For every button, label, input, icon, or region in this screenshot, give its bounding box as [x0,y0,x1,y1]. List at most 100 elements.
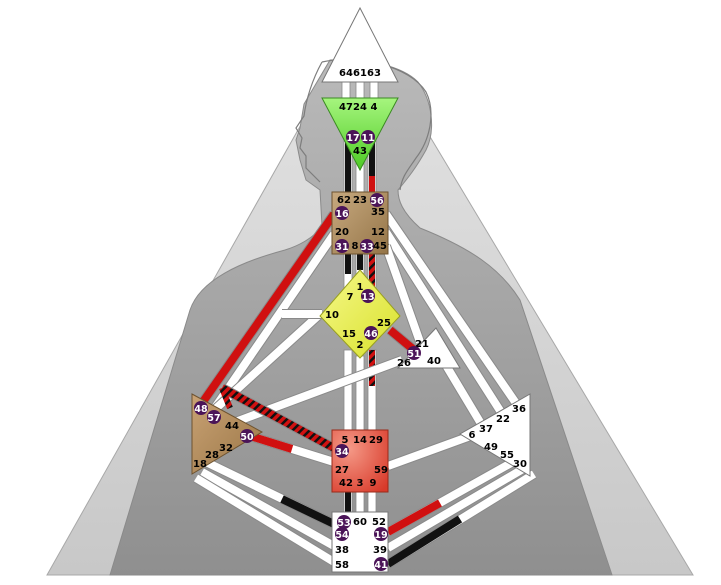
gate-label: 57 [207,413,220,424]
gate-label: 48 [194,404,208,415]
channel-32-54-act [280,495,336,528]
gate-label: 9 [370,478,377,489]
gate-activation-marker [207,410,221,424]
channel-2-14 [355,355,365,437]
gate-label: 50 [240,432,254,443]
gate-label: 22 [496,414,510,425]
gate-activation-marker [374,527,388,541]
gate-label: 16 [335,209,349,220]
gate-activation-marker [335,239,349,253]
gate-activation-marker [335,206,349,220]
gate-label: 8 [352,241,359,252]
gate-label: 24 [353,102,367,113]
gate-activation-marker [361,130,375,144]
head-center [321,6,399,83]
gate-activation-marker [346,130,360,144]
gate-label: 14 [353,435,367,446]
gate-label: 54 [335,530,349,541]
channels [193,75,537,569]
gate-label: 35 [371,207,385,218]
gate-label: 10 [325,310,339,321]
gate-labels: 64 61 63 47 24 4 17 11 43 62 23 56 16 35… [193,68,527,571]
channel-57-34-fill [220,384,336,452]
gate-label: 26 [397,358,411,369]
gate-label: 18 [193,459,207,470]
gate-label: 62 [337,195,351,206]
gate-activation-marker [364,326,378,340]
gate-activation-marker [360,239,374,253]
gate-label: 37 [479,424,493,435]
channel-25-51-fill [387,326,417,354]
channel-26-44-fill [228,356,404,428]
ajna-center [321,97,399,172]
channel-45-21-fill [382,244,424,344]
gate-label: 41 [374,560,387,571]
gate-label: 42 [339,478,353,489]
gate-label: 25 [377,318,391,329]
channel-40-37-fill [440,359,490,435]
gate-label: 19 [374,530,387,541]
channel-12-22-fill [382,229,510,423]
channel-16-48-fill [196,211,338,409]
gate-label: 39 [373,545,387,556]
gate-label: 30 [513,459,527,470]
channel-28-38-fill [200,468,336,550]
gate-label: 56 [370,196,384,207]
gate-label: 1 [357,282,364,293]
gate-label: 34 [335,447,349,458]
gate-label: 2 [357,340,364,351]
sacral-center [331,429,389,493]
gate-label: 46 [364,329,378,340]
gate-label: 20 [335,227,349,238]
gate-label: 64 [339,68,353,79]
gate-label: 61 [353,68,367,79]
channel-49-19-act [386,499,442,536]
gate-label: 40 [427,356,441,367]
gate-label: 53 [337,518,350,529]
gate-label: 12 [371,227,385,238]
channel-42-53-act [345,490,351,516]
gate-label: 60 [353,517,367,528]
channel-30-41-act [385,515,463,568]
channel-33-13-act [369,250,375,294]
gate-label: 43 [353,146,367,157]
channel-35-36-fill [382,211,526,415]
gate-activation-marker [335,444,349,458]
gate-label: 49 [484,442,498,453]
gate-label: 32 [219,443,233,454]
channel-17-62-act [345,140,351,196]
gate-activation-marker [370,193,384,207]
channel-50-27-act [248,432,294,453]
channel-11-56-black [369,140,375,176]
gate-label: 31 [335,242,348,253]
channel-15-5 [343,349,353,437]
gate-label: 27 [335,465,349,476]
gate-label: 51 [407,349,420,360]
gate-label: 21 [415,339,429,350]
gate-label: 36 [512,404,526,415]
gate-label: 7 [347,292,354,303]
gate-label: 6 [469,430,476,441]
gate-label: 44 [225,421,239,432]
gate-label: 29 [369,435,383,446]
gate-activation-marker [337,515,351,529]
gate-label: 58 [335,560,349,571]
gate-label: 38 [335,545,349,556]
gate-activation-marker [361,289,375,303]
gate-label: 59 [374,465,388,476]
gate-label: 33 [360,242,373,253]
gate-label: 23 [353,195,367,206]
gate-label: 45 [373,241,387,252]
solar-plexus-center [459,393,531,477]
channel-31-7-act [345,250,351,274]
gate-label: 28 [205,450,219,461]
gate-label: 5 [342,435,349,446]
gate-label: 17 [346,133,359,144]
gate-activation-marker [335,527,349,541]
gate-label: 47 [339,102,353,113]
gate-label: 52 [372,517,386,528]
gate-activation-marker [194,401,208,415]
gate-label: 11 [361,133,374,144]
gate-label: 13 [361,292,374,303]
